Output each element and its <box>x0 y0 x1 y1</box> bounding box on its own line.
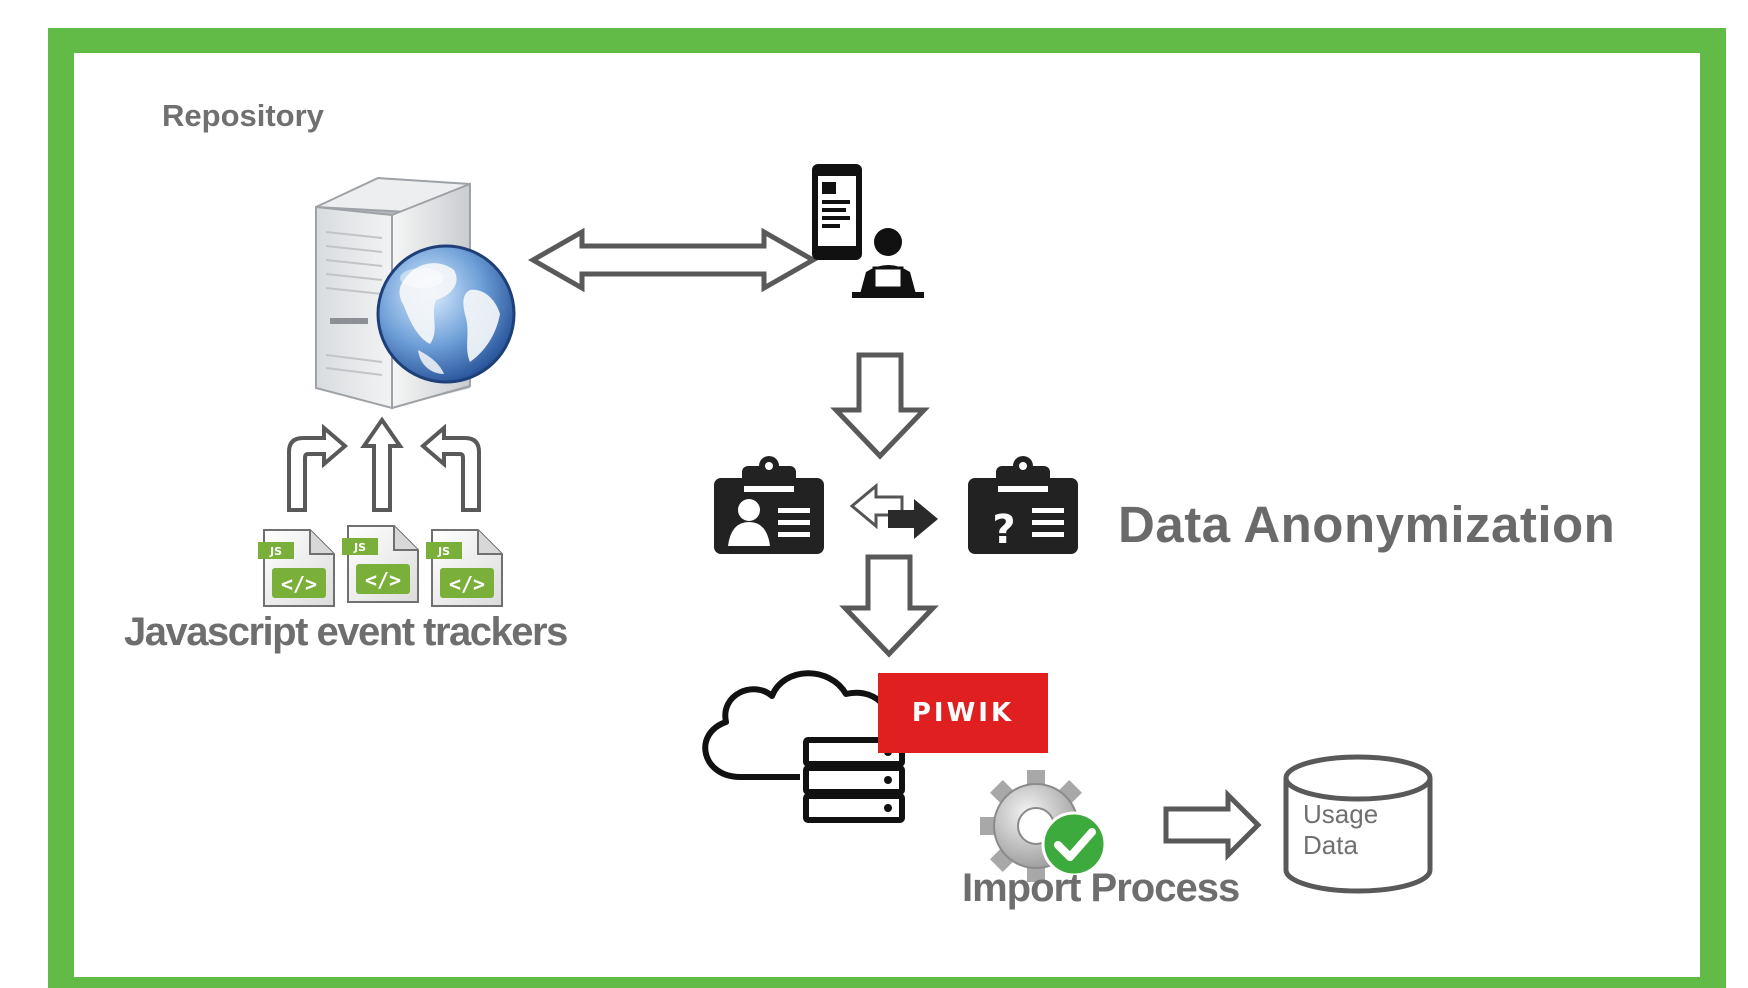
right-arrow <box>1163 788 1262 862</box>
svg-text:</>: </> <box>449 572 485 596</box>
database-cylinder-icon <box>1283 754 1433 894</box>
svg-text:JS: JS <box>353 541 366 554</box>
down-arrow <box>839 554 939 658</box>
javascript-file-icon: JS </> <box>342 525 419 603</box>
javascript-file-icon: JS </> <box>258 529 335 607</box>
svg-text:JS: JS <box>269 545 282 558</box>
javascript-file-icon: JS </> <box>426 529 503 607</box>
globe-icon <box>376 244 516 384</box>
svg-text:JS: JS <box>437 545 450 558</box>
bidirectional-arrow <box>527 227 819 293</box>
gear-check-icon <box>980 770 1107 882</box>
repository-label: Repository <box>162 98 324 133</box>
import-process-label: Import Process <box>962 866 1240 910</box>
green-frame <box>48 28 1726 988</box>
svg-text:</>: </> <box>281 572 317 596</box>
server-icon <box>315 176 471 410</box>
cloud-server-icon <box>702 670 906 823</box>
piwik-logo-text: PIWIK <box>911 698 1015 728</box>
svg-text:?: ? <box>992 507 1015 553</box>
curved-arrow-icon <box>287 416 481 512</box>
usage-data-label: Usage Data <box>1303 799 1379 860</box>
javascript-trackers-label: Javascript event trackers <box>124 610 568 654</box>
id-badge-person-icon <box>714 456 824 554</box>
id-badge-question-icon: ? <box>968 456 1078 554</box>
down-arrow <box>830 352 930 460</box>
svg-text:</>: </> <box>365 568 401 592</box>
data-anonymization-label: Data Anonymization <box>1118 496 1616 553</box>
swap-arrows-icon <box>849 482 938 539</box>
piwik-logo <box>878 673 1048 753</box>
user-at-laptop-icon <box>852 228 924 298</box>
mobile-device-icon <box>812 164 862 260</box>
